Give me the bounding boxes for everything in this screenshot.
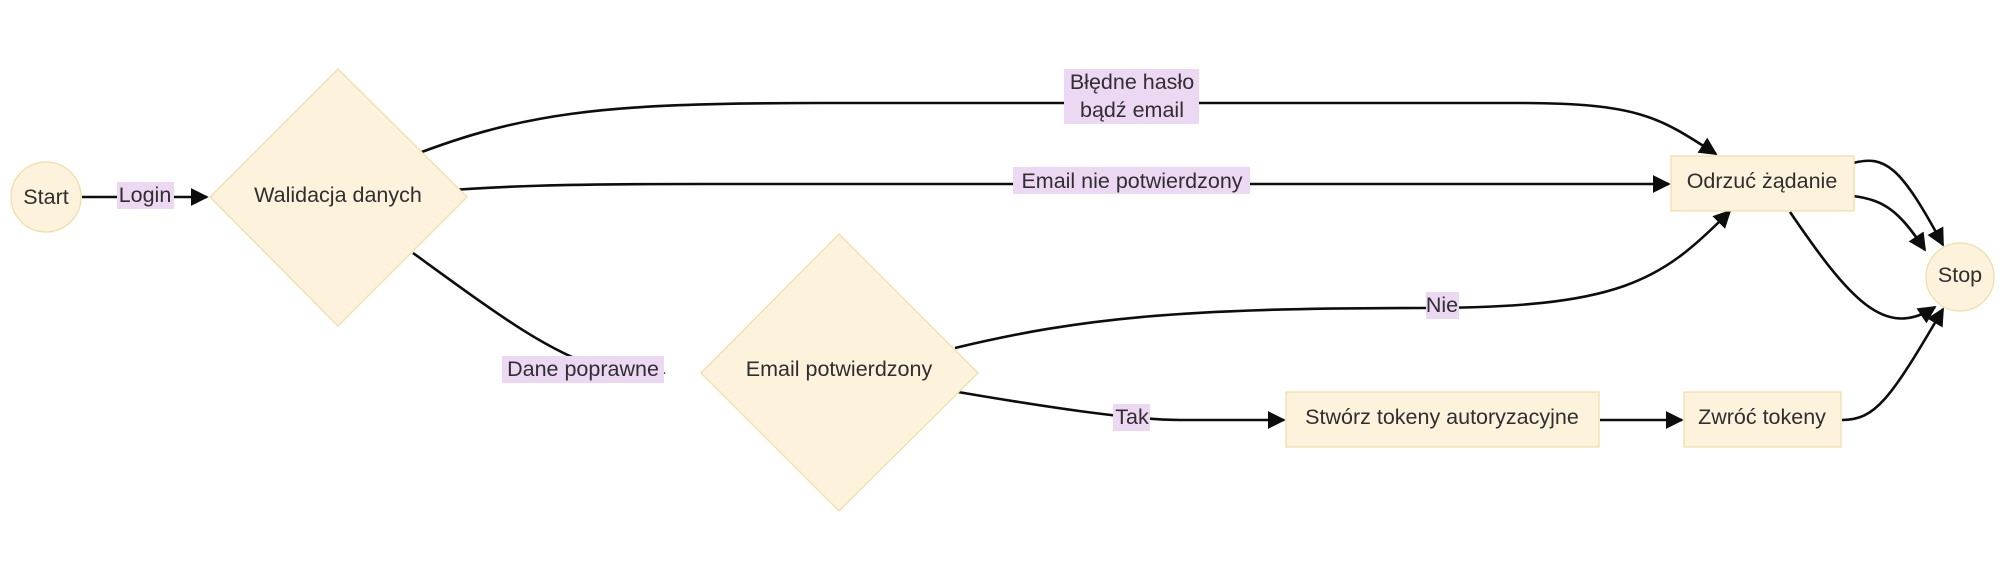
edge-walidacja-to-email-potwierdzony	[412, 251, 666, 381]
edge-label-tak-text: Tak	[1115, 405, 1149, 429]
edge-label-email-nie-potwierdzony: Email nie potwierdzony	[1013, 167, 1250, 194]
node-zwroc-tokeny-shape	[1683, 391, 1842, 448]
edge-label-nie-text: Nie	[1426, 293, 1458, 317]
edge-zwroc-to-stop	[1841, 307, 1945, 422]
edge-label-tak: Tak	[1113, 404, 1150, 431]
node-odrzuc-zadanie-shape	[1670, 155, 1855, 212]
edge-email-potwierdzony-to-stworz	[957, 390, 1286, 429]
node-stop-shape	[1925, 242, 1995, 312]
node-walidacja-danych-shape	[209, 68, 468, 327]
node-odrzuc-zadanie-label: Odrzuć żądanie	[1687, 169, 1838, 193]
node-stop-label: Stop	[1938, 263, 1982, 287]
node-walidacja-danych: Walidacja danych	[209, 68, 468, 327]
edge-label-dane-poprawne: Dane poprawne	[502, 356, 664, 383]
edge-label-bledne-haslo-bg	[1064, 69, 1199, 124]
edge-label-dane-poprawne-text: Dane poprawne	[507, 357, 659, 381]
node-email-potwierdzony: Email potwierdzony	[700, 233, 979, 512]
node-zwroc-tokeny: Zwróć tokeny	[1683, 391, 1842, 448]
edge-email-potwierdzony-to-odrzuc	[954, 209, 1732, 350]
edge-label-nie-bg	[1426, 292, 1459, 319]
node-email-potwierdzony-shape	[700, 233, 979, 512]
edge-walidacja-to-odrzuc-haslo	[395, 101, 1718, 164]
node-stop: Stop	[1925, 242, 1995, 312]
node-stworz-tokeny: Stwórz tokeny autoryzacyjne	[1285, 391, 1600, 448]
edge-odrzuc-to-stop-3	[1788, 211, 1937, 324]
node-start: Start	[10, 161, 82, 233]
edge-label-nie: Nie	[1426, 292, 1459, 319]
edge-odrzuc-to-stop-1	[1852, 159, 1945, 247]
edge-label-email-nie-potwierdzony-text: Email nie potwierdzony	[1021, 169, 1242, 193]
edge-label-login-bg	[117, 182, 174, 209]
node-odrzuc-zadanie: Odrzuć żądanie	[1670, 155, 1855, 212]
edge-odrzuc-to-stop-2	[1852, 194, 1927, 252]
edge-label-bledne-haslo: Błędne hasło bądź email	[1064, 69, 1199, 124]
node-walidacja-danych-label: Walidacja danych	[254, 183, 422, 207]
edge-label-login: Login	[117, 182, 174, 209]
edge-label-bledne-haslo-line2: bądź email	[1080, 98, 1184, 122]
node-start-label: Start	[23, 185, 68, 209]
edge-labels: Login Błędne hasło bądź email Email nie …	[117, 69, 1459, 431]
node-email-potwierdzony-label: Email potwierdzony	[746, 357, 933, 381]
node-start-shape	[10, 161, 82, 233]
edge-label-dane-poprawne-bg	[502, 356, 664, 383]
edge-label-email-nie-potwierdzony-bg	[1013, 167, 1250, 194]
edge-label-tak-bg	[1113, 404, 1150, 431]
node-stworz-tokeny-shape	[1285, 391, 1600, 448]
nodes: Start Walidacja danych Email potwierdzon…	[10, 68, 1995, 512]
edge-label-bledne-haslo-line1: Błędne hasło	[1070, 70, 1194, 94]
node-stworz-tokeny-label: Stwórz tokeny autoryzacyjne	[1305, 405, 1579, 429]
edge-label-login-text: Login	[119, 183, 172, 207]
node-zwroc-tokeny-label: Zwróć tokeny	[1698, 405, 1826, 429]
